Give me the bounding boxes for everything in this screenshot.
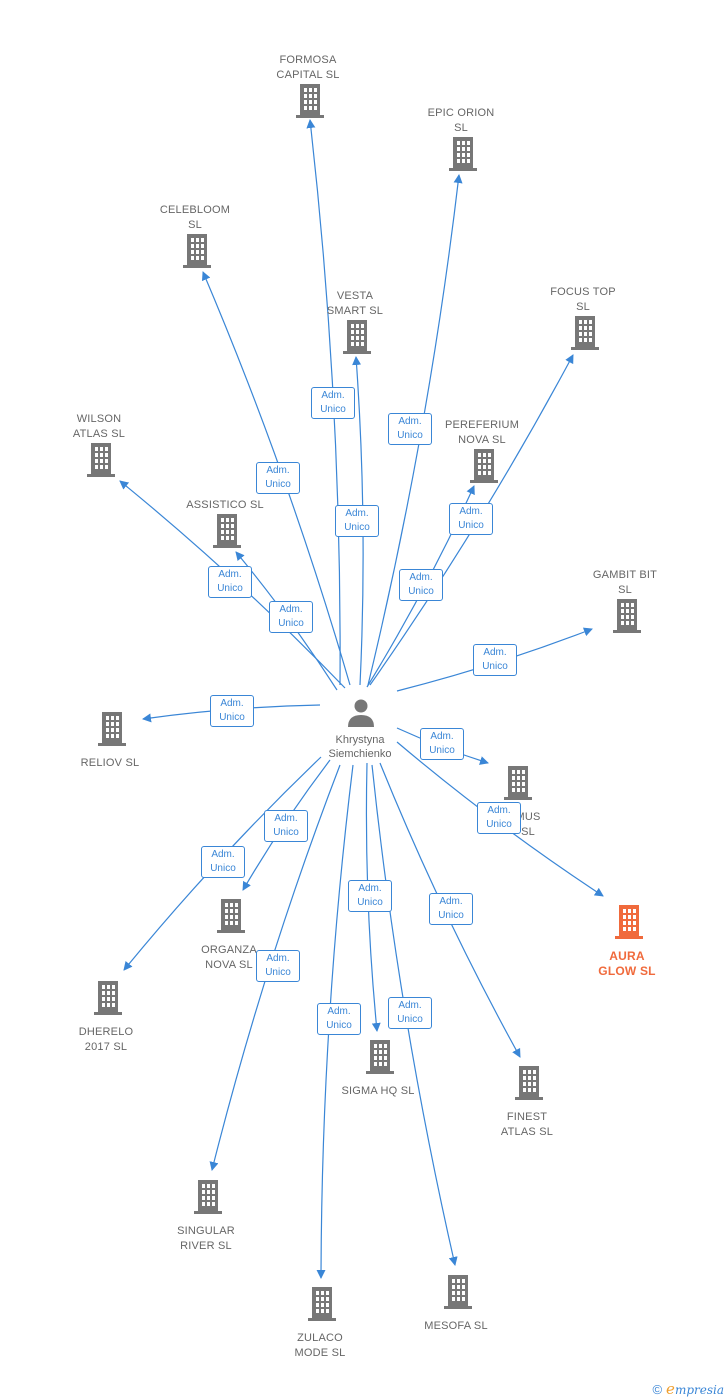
company-label-pereferium-nova[interactable]: PEREFERIUM NOVA SL	[444, 419, 520, 446]
building-icon-epic-orion[interactable]	[448, 135, 478, 171]
building-icon-vesta-smart[interactable]	[342, 318, 372, 354]
building-icon-wilson-atlas[interactable]	[86, 441, 116, 477]
building-icon-focus-top[interactable]	[570, 314, 600, 350]
building-icon-pereferium-nova[interactable]	[469, 447, 499, 483]
edge-label-sigma-hq[interactable]: Adm. Unico	[348, 880, 392, 912]
company-label-celebloom[interactable]: CELEBLOOM SL	[159, 204, 231, 231]
company-label-zulaco-mode[interactable]: ZULACO MODE SL	[294, 1332, 346, 1359]
edge-label-reliov[interactable]: Adm. Unico	[210, 695, 254, 727]
brand-logo[interactable]: empresia	[666, 1380, 724, 1398]
company-label-organza-nova[interactable]: ORGANZA NOVA SL	[201, 944, 257, 971]
edge-label-formosa-capital[interactable]: Adm. Unico	[311, 387, 355, 419]
building-icon-aura-glow[interactable]	[614, 903, 644, 939]
brand-logo-text: mpresia	[674, 1383, 724, 1397]
edge-label-organza-nova[interactable]: Adm. Unico	[264, 810, 308, 842]
edge-label-gambit-bit[interactable]: Adm. Unico	[473, 644, 517, 676]
building-icon-singular-river[interactable]	[193, 1178, 223, 1214]
edge-label-singular-river[interactable]: Adm. Unico	[256, 950, 300, 982]
building-icon-reliov[interactable]	[97, 710, 127, 746]
copyright-icon: ©	[652, 1381, 663, 1397]
person-icon[interactable]	[345, 697, 377, 729]
company-label-reliov[interactable]: RELIOV SL	[80, 757, 140, 769]
company-label-finest-atlas[interactable]: FINEST ATLAS SL	[500, 1111, 554, 1138]
company-label-formosa-capital[interactable]: FORMOSA CAPITAL SL	[276, 54, 340, 81]
company-label-assistico[interactable]: ASSISTICO SL	[186, 499, 264, 511]
company-label-mus[interactable]: MUS SL	[515, 811, 541, 838]
edge-label-celebloom[interactable]: Adm. Unico	[256, 462, 300, 494]
edge-label-assistico[interactable]: Adm. Unico	[269, 601, 313, 633]
edge-label-finest-atlas[interactable]: Adm. Unico	[429, 893, 473, 925]
building-icon-mus[interactable]	[503, 764, 533, 800]
company-label-sigma-hq[interactable]: SIGMA HQ SL	[341, 1085, 415, 1097]
edge-label-vesta-smart[interactable]: Adm. Unico	[335, 505, 379, 537]
company-label-gambit-bit[interactable]: GAMBIT BIT SL	[592, 569, 658, 596]
building-icon-organza-nova[interactable]	[216, 897, 246, 933]
company-label-wilson-atlas[interactable]: WILSON ATLAS SL	[72, 413, 126, 440]
building-icon-dherelo-2017[interactable]	[93, 979, 123, 1015]
building-icon-gambit-bit[interactable]	[612, 597, 642, 633]
footer: © empresia	[652, 1380, 724, 1398]
building-icon-finest-atlas[interactable]	[514, 1064, 544, 1100]
edge-label-zulaco-mode[interactable]: Adm. Unico	[317, 1003, 361, 1035]
building-icon-assistico[interactable]	[212, 512, 242, 548]
company-label-dherelo-2017[interactable]: DHERELO 2017 SL	[78, 1026, 134, 1053]
company-label-epic-orion[interactable]: EPIC ORION SL	[427, 107, 495, 134]
building-icon-zulaco-mode[interactable]	[307, 1285, 337, 1321]
edge-label-pereferium-nova[interactable]: Adm. Unico	[399, 569, 443, 601]
company-label-focus-top[interactable]: FOCUS TOP SL	[550, 286, 616, 313]
building-icon-formosa-capital[interactable]	[295, 82, 325, 118]
person-name[interactable]: Khrystyna Siemchienko	[328, 734, 392, 760]
edge-label-dherelo-2017[interactable]: Adm. Unico	[201, 846, 245, 878]
edge-label-mesofa[interactable]: Adm. Unico	[388, 997, 432, 1029]
building-icon-mesofa[interactable]	[443, 1273, 473, 1309]
edge-label-mus[interactable]: Adm. Unico	[420, 728, 464, 760]
building-icon-celebloom[interactable]	[182, 232, 212, 268]
edge-label-epic-orion[interactable]: Adm. Unico	[388, 413, 432, 445]
building-icon-sigma-hq[interactable]	[365, 1038, 395, 1074]
edge-label-focus-top[interactable]: Adm. Unico	[449, 503, 493, 535]
edge-label-wilson-atlas[interactable]: Adm. Unico	[208, 566, 252, 598]
brand-logo-initial: e	[666, 1380, 675, 1398]
company-label-aura-glow[interactable]: AURA GLOW SL	[598, 949, 656, 978]
company-label-vesta-smart[interactable]: VESTA SMART SL	[326, 290, 384, 317]
company-label-mesofa[interactable]: MESOFA SL	[424, 1320, 488, 1332]
edge-label-aura-glow[interactable]: Adm. Unico	[477, 802, 521, 834]
company-label-singular-river[interactable]: SINGULAR RIVER SL	[177, 1225, 235, 1252]
